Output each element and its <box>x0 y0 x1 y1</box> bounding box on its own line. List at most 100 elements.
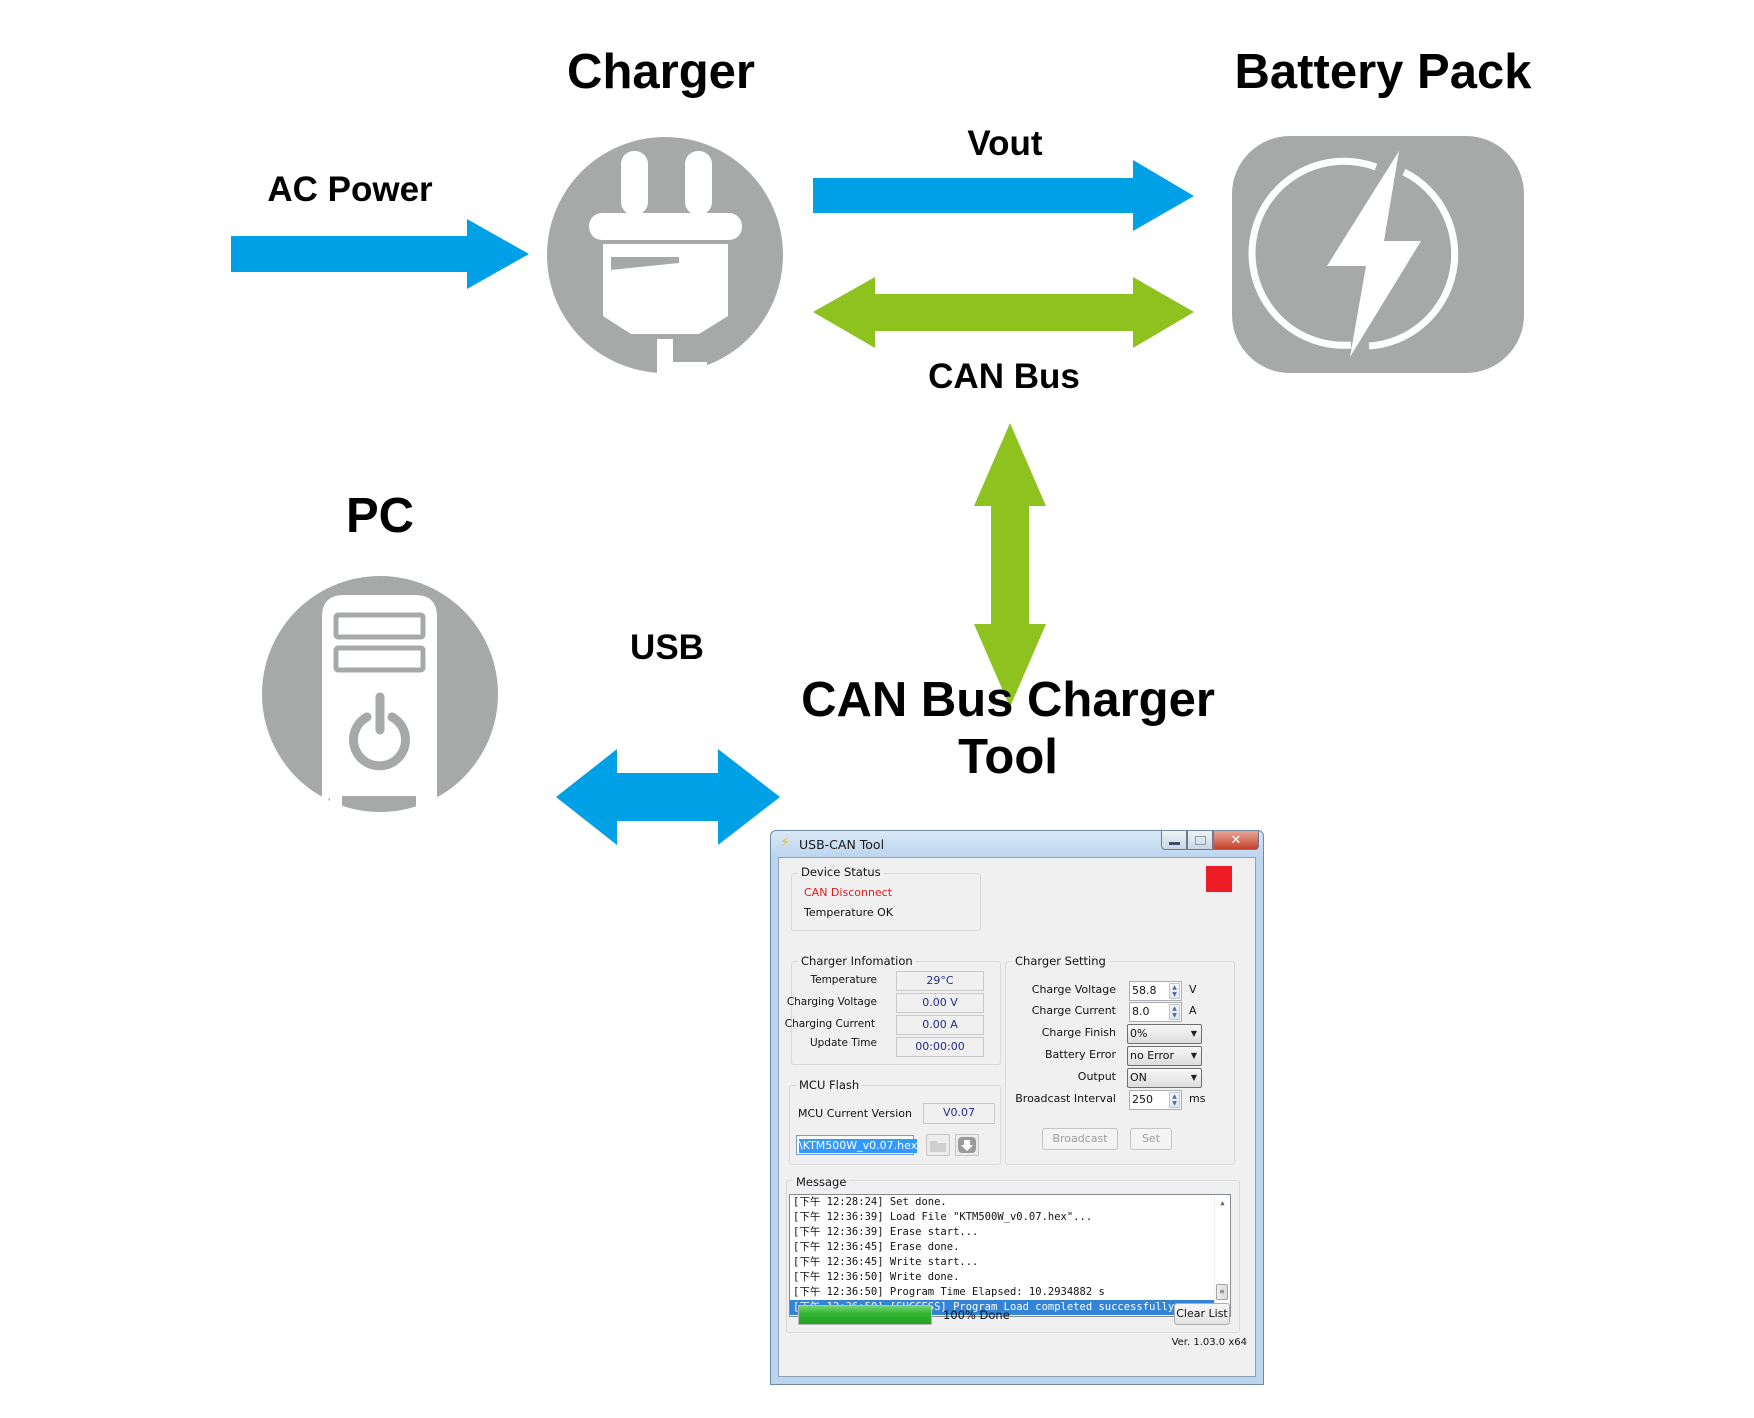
usb-can-tool-window: ⚡ USB-CAN Tool ✕ Device Status CAN Disco… <box>770 830 1264 1385</box>
charge-current-value: 8.0 <box>1132 1005 1150 1018</box>
window-title: USB-CAN Tool <box>799 837 885 852</box>
mcu-flash-label: MCU Flash <box>796 1078 863 1092</box>
log-line[interactable]: [下午 12:28:24] Set done. <box>793 1196 947 1208</box>
log-line[interactable]: [下午 12:36:50] Write done. <box>793 1271 960 1283</box>
maximize-button[interactable] <box>1187 831 1213 850</box>
pc-title: PC <box>345 489 415 543</box>
log-line[interactable]: [下午 12:36:39] Load File "KTM500W_v0.07.h… <box>793 1211 1093 1223</box>
vout-label: Vout <box>967 124 1043 163</box>
download-arrow-icon <box>958 1137 976 1153</box>
plug-icon <box>547 137 783 376</box>
battery-error-select[interactable]: no Error ▼ <box>1127 1046 1202 1066</box>
output-value: ON <box>1130 1071 1147 1084</box>
browse-file-button[interactable] <box>926 1134 950 1156</box>
can-bus-label: CAN Bus <box>928 357 1080 396</box>
charge-current-label: Charge Current <box>1031 1004 1116 1017</box>
log-scrollbar[interactable]: ▲ ≡ ▼ <box>1214 1195 1230 1316</box>
broadcast-interval-input[interactable]: 250 ▲▼ <box>1129 1090 1182 1110</box>
broadcast-button[interactable]: Broadcast <box>1042 1128 1118 1150</box>
battery-error-label: Battery Error <box>1044 1048 1116 1061</box>
usb-arrow <box>556 749 780 845</box>
battery-error-value: no Error <box>1130 1049 1175 1062</box>
message-lines: [下午 12:28:24] Set done. [下午 12:36:39] Loa… <box>790 1195 1230 1315</box>
device-status-group: Device Status CAN Disconnect Temperature… <box>791 865 981 931</box>
charge-voltage-input[interactable]: 58.8 ▲▼ <box>1129 981 1182 1001</box>
hex-file-path: \KTM500W_v0.07.hex <box>799 1139 918 1153</box>
charging-current-label: Charging Current <box>784 1018 875 1030</box>
output-select[interactable]: ON ▼ <box>1127 1068 1202 1088</box>
log-line[interactable]: [下午 12:36:39] Erase start... <box>793 1226 979 1238</box>
charging-voltage-value: 0.00 V <box>896 993 984 1013</box>
charge-voltage-unit: V <box>1189 983 1197 996</box>
chevron-down-icon: ▼ <box>1190 1073 1197 1082</box>
spinner-arrows-icon[interactable]: ▲▼ <box>1169 1004 1180 1020</box>
broadcast-interval-value: 250 <box>1132 1093 1153 1106</box>
progress-fill <box>799 1306 931 1324</box>
chevron-down-icon: ▼ <box>1190 1029 1197 1038</box>
mcu-flash-group: MCU Flash MCU Current Version V0.07 \KTM… <box>789 1078 1001 1165</box>
charge-voltage-value: 58.8 <box>1132 984 1157 997</box>
message-label: Message <box>793 1175 850 1189</box>
broadcast-interval-unit: ms <box>1189 1092 1206 1105</box>
mcu-version-value: V0.07 <box>923 1103 995 1124</box>
vout-arrow <box>813 160 1194 231</box>
can-bus-arrow <box>813 277 1194 348</box>
folder-icon <box>930 1141 946 1152</box>
scroll-up-icon[interactable]: ▲ <box>1220 1199 1225 1207</box>
charge-current-input[interactable]: 8.0 ▲▼ <box>1129 1002 1182 1022</box>
tool-title-line1: CAN Bus Charger <box>801 673 1215 727</box>
charging-current-value: 0.00 A <box>896 1015 984 1035</box>
tool-title-line2: Tool <box>958 730 1058 784</box>
minimize-icon <box>1168 841 1180 845</box>
log-line[interactable]: [下午 12:36:50] Program Time Elapsed: 10.2… <box>793 1286 1105 1298</box>
temperature-status-text: Temperature OK <box>804 906 894 919</box>
spinner-arrows-icon[interactable]: ▲▼ <box>1169 983 1180 999</box>
close-button[interactable]: ✕ <box>1213 831 1259 850</box>
charge-finish-label: Charge Finish <box>1041 1026 1116 1039</box>
lightning-icon <box>1232 136 1524 373</box>
charger-setting-label: Charger Setting <box>1012 954 1109 968</box>
pc-tower-power-icon <box>262 576 498 812</box>
charge-current-unit: A <box>1189 1004 1197 1017</box>
log-line[interactable]: [下午 12:36:45] Erase done. <box>793 1241 960 1253</box>
spinner-arrows-icon[interactable]: ▲▼ <box>1169 1092 1180 1108</box>
can-bus-vertical-arrow <box>974 423 1046 707</box>
charger-title: Charger <box>567 45 755 99</box>
update-time-value: 00:00:00 <box>896 1037 984 1057</box>
scroll-thumb[interactable]: ≡ <box>1216 1284 1228 1300</box>
message-group: Message [下午 12:28:24] Set done. [下午 12:36… <box>786 1175 1240 1333</box>
charger-setting-group: Charger Setting Charge Voltage 58.8▲▼ V … <box>1005 954 1235 1165</box>
device-status-label: Device Status <box>798 865 884 879</box>
version-text: Ver. 1.03.0 x64 <box>1171 1337 1247 1348</box>
progress-text: 100% Done <box>943 1308 1010 1322</box>
charge-voltage-label: Charge Voltage <box>1031 983 1116 996</box>
hex-file-input[interactable]: \KTM500W_v0.07.hex <box>796 1135 918 1155</box>
window-client-area: Device Status CAN Disconnect Temperature… <box>778 857 1256 1377</box>
charge-finish-select[interactable]: 0% ▼ <box>1127 1024 1202 1044</box>
output-label: Output <box>1077 1070 1116 1083</box>
charging-voltage-label: Charging Voltage <box>786 996 877 1008</box>
charger-info-group: Charger Infomation Temperature 29°C Char… <box>785 954 1001 1065</box>
lightning-icon: ⚡ <box>780 835 790 851</box>
charger-info-label: Charger Infomation <box>798 954 916 968</box>
temperature-value: 29°C <box>896 971 984 991</box>
ac-power-arrow <box>231 219 529 289</box>
chevron-down-icon: ▼ <box>1190 1051 1197 1060</box>
title-bar[interactable]: ⚡ USB-CAN Tool ✕ <box>771 831 1263 857</box>
maximize-icon <box>1194 835 1206 845</box>
log-line[interactable]: [下午 12:36:45] Write start... <box>793 1256 979 1268</box>
charge-finish-value: 0% <box>1130 1027 1148 1040</box>
clear-list-button[interactable]: Clear List <box>1174 1303 1230 1325</box>
connection-status-indicator <box>1206 866 1232 892</box>
broadcast-interval-label: Broadcast Interval <box>1015 1092 1116 1105</box>
close-icon: ✕ <box>1230 832 1242 848</box>
minimize-button[interactable] <box>1161 831 1187 850</box>
flash-progress-bar <box>798 1305 932 1325</box>
download-firmware-button[interactable] <box>955 1134 979 1156</box>
mcu-version-label: MCU Current Version <box>798 1107 912 1120</box>
battery-pack-title: Battery Pack <box>1234 45 1532 99</box>
temperature-label: Temperature <box>810 974 877 986</box>
set-button[interactable]: Set <box>1130 1128 1172 1150</box>
message-log[interactable]: [下午 12:28:24] Set done. [下午 12:36:39] Loa… <box>789 1194 1231 1317</box>
